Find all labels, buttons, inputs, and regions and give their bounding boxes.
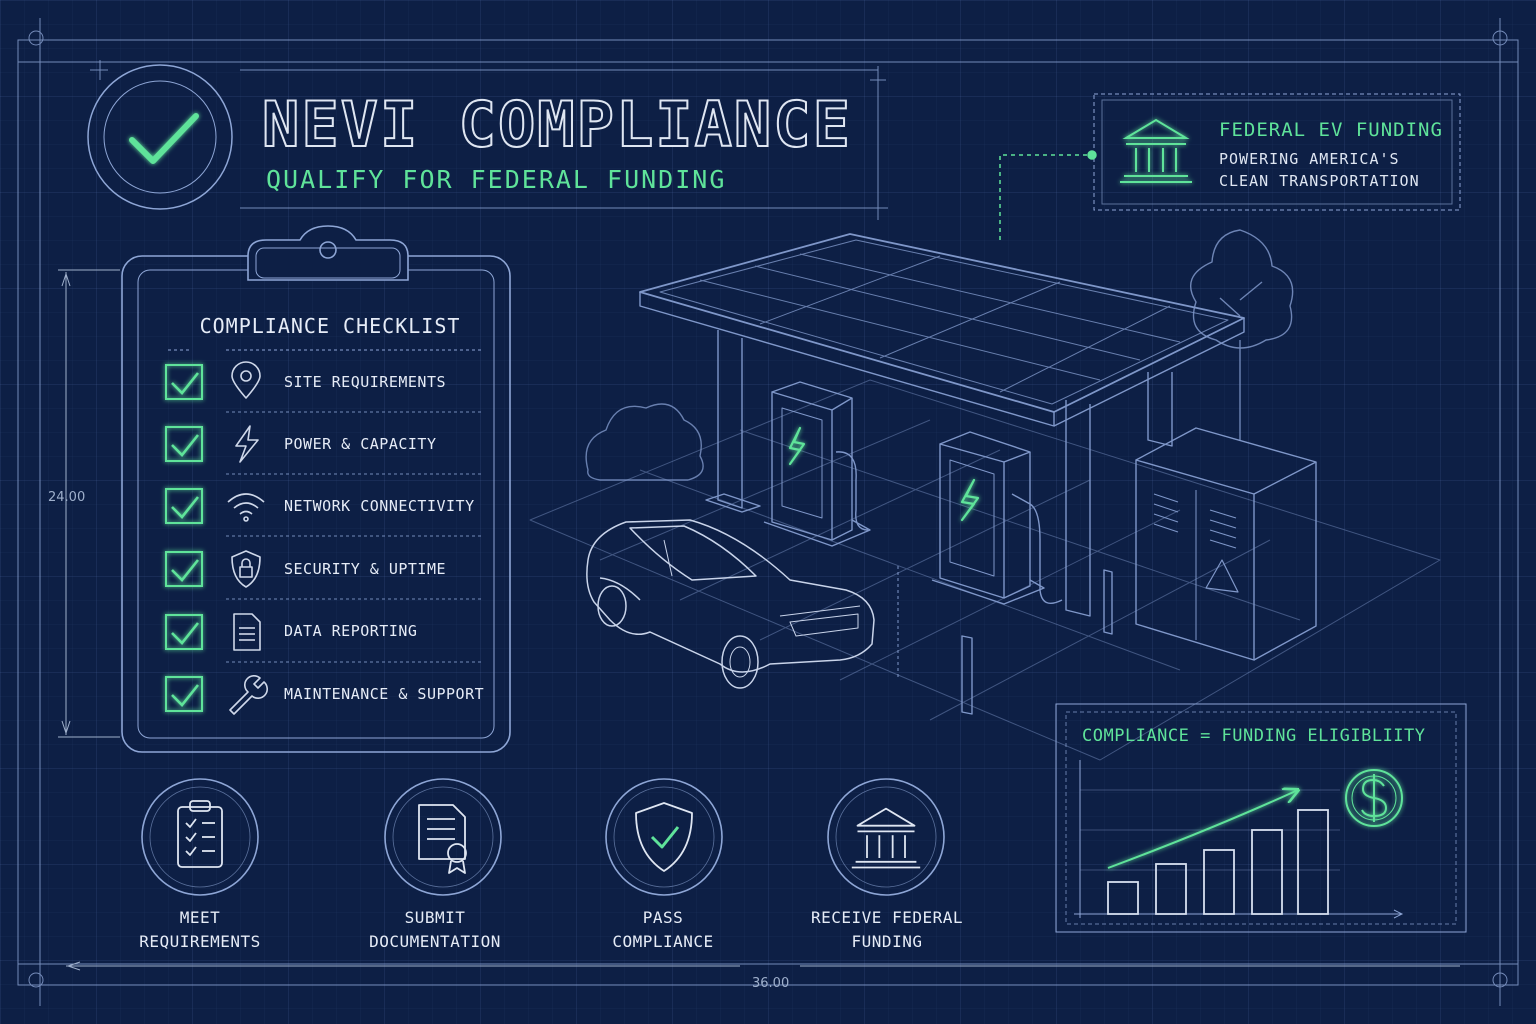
checklist-label-data: DATA REPORTING <box>284 622 418 640</box>
step-label-receive: RECEIVE FEDERAL FUNDING <box>811 908 963 951</box>
funding-bar <box>1155 863 1187 915</box>
funding-chart-box <box>1055 703 1467 933</box>
checklist-title: COMPLIANCE CHECKLIST <box>199 314 461 338</box>
shield-lock-icon <box>231 550 261 588</box>
shrub <box>585 403 704 481</box>
trend-arrow <box>1107 790 1298 869</box>
step-label-submit: SUBMIT DOCUMENTATION <box>369 908 501 951</box>
document-icon <box>233 613 261 651</box>
dollar-coin-icon <box>1345 769 1403 827</box>
blueprint-frame <box>17 18 1519 1006</box>
checkbox-checked <box>165 551 203 587</box>
funding-bar <box>1297 809 1329 915</box>
process-step-circle <box>827 778 945 896</box>
funding-bar <box>1203 849 1235 915</box>
lightning-icon <box>235 425 259 463</box>
charger-bolt-icon <box>788 426 980 522</box>
process-step-circle <box>141 778 259 896</box>
bank-icon <box>1120 118 1192 183</box>
checklist-rows <box>165 349 482 715</box>
dimension-width-label: 36.00 <box>752 976 790 991</box>
shield-check-icon <box>635 802 693 872</box>
car <box>586 519 875 689</box>
step-label-pass: PASS COMPLIANCE <box>612 908 714 951</box>
wrench-icon <box>229 675 268 715</box>
process-step-circle <box>605 778 723 896</box>
checklist-label-security: SECURITY & UPTIME <box>284 560 447 578</box>
step-label-meet: MEET REQUIREMENTS <box>139 908 261 951</box>
checklist-label-maintenance: MAINTENANCE & SUPPORT <box>284 685 485 703</box>
checkbox-checked <box>165 614 203 650</box>
checkbox-checked <box>165 676 203 712</box>
funding-chart <box>1074 760 1404 919</box>
wifi-icon <box>227 493 265 522</box>
process-step-circle <box>384 778 502 896</box>
leader-line <box>999 150 1097 240</box>
location-pin-icon <box>231 361 261 399</box>
funding-bar <box>1107 881 1139 915</box>
page-title: NEVI COMPLIANCE <box>261 87 852 162</box>
funding-chart-title: COMPLIANCE = FUNDING ELIGIBLIITY <box>1082 726 1426 746</box>
federal-funding-tagline: POWERING AMERICA'S CLEAN TRANSPORTATION <box>1219 148 1420 192</box>
dimension-height-line <box>58 269 120 738</box>
dimension-height-label: 24.00 <box>48 490 86 505</box>
dimension-width-line <box>66 961 1460 971</box>
checkbox-checked <box>165 488 203 524</box>
clipboard-checklist-icon <box>177 800 223 868</box>
charging-station-illustration <box>529 229 1441 761</box>
clipboard <box>121 225 511 753</box>
checkbox-checked <box>165 364 203 400</box>
federal-funding-line2: CLEAN TRANSPORTATION <box>1219 172 1420 190</box>
checklist-label-site: SITE REQUIREMENTS <box>284 373 447 391</box>
checklist-label-power: POWER & CAPACITY <box>284 435 437 453</box>
funding-bar <box>1251 829 1283 915</box>
bank-icon <box>851 807 921 869</box>
tree <box>1190 229 1294 440</box>
page-subtitle: QUALIFY FOR FEDERAL FUNDING <box>266 165 727 194</box>
federal-funding-line1: POWERING AMERICA'S <box>1219 150 1400 168</box>
header-guides <box>90 60 888 220</box>
checkbox-checked <box>165 426 203 462</box>
certificate-document-icon <box>418 804 467 874</box>
federal-funding-title: FEDERAL EV FUNDING <box>1219 119 1443 141</box>
checklist-label-network: NETWORK CONNECTIVITY <box>284 497 475 515</box>
process-flow <box>141 778 945 896</box>
header-check-badge <box>87 64 233 210</box>
